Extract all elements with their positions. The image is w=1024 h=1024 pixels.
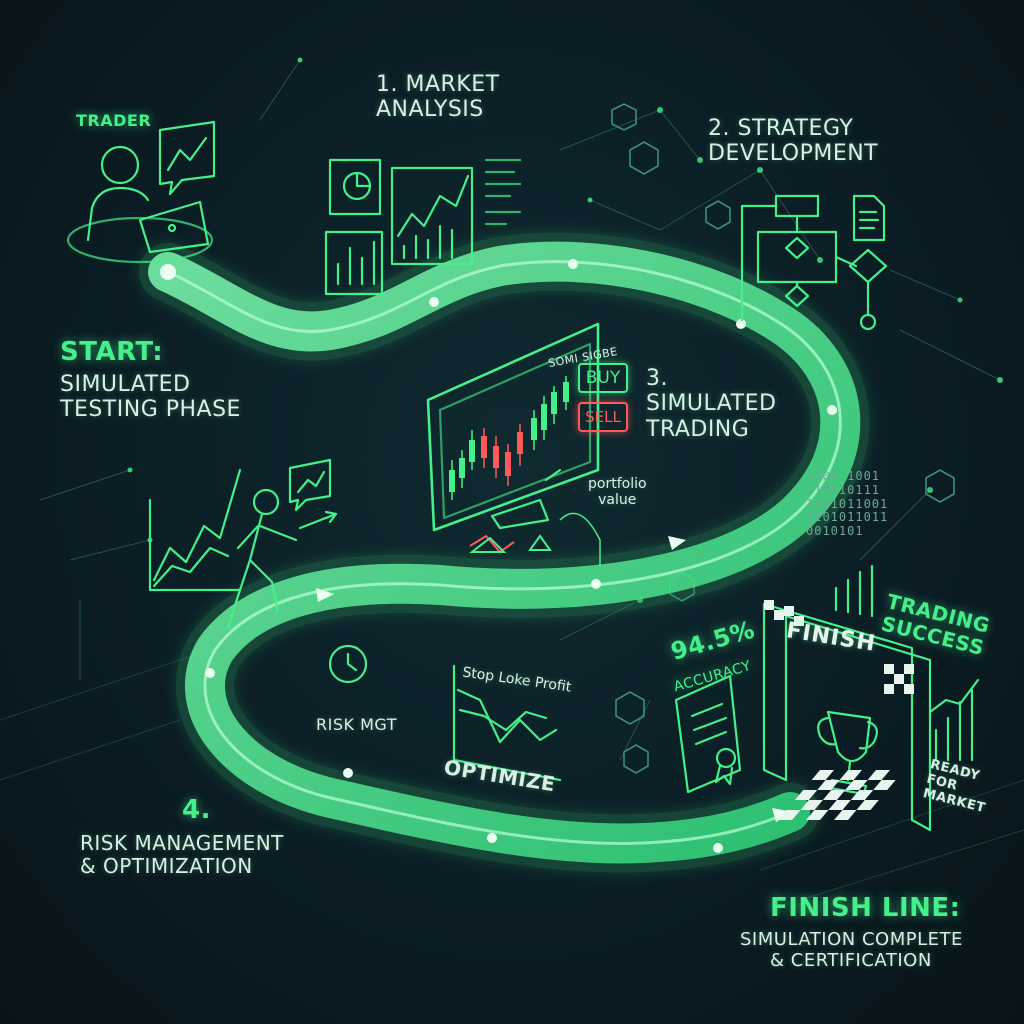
user-laptop-icon [66,145,214,264]
finish-line2: & CERTIFICATION [770,949,932,971]
pie-chart-icon [328,158,382,216]
binary-row: 1101011011 [806,510,889,525]
chart-speech-icon [288,458,332,512]
trend-chart-left [148,468,242,592]
step3-line2: TRADING [646,416,750,442]
step4-num: 4. [182,795,211,825]
step2-line1: 2. STRATEGY [708,116,854,141]
risk-mgt-label: RISK MGT [316,715,397,734]
finish-block: FINISH LINE: SIMULATION COMPLETE & CERTI… [740,893,963,971]
step3-num: 3. [646,366,668,391]
optimize-chart [452,664,562,782]
checkered-flag-icon [764,600,914,820]
step4-line2: & OPTIMIZATION [80,853,253,878]
line-chart-panel [390,166,474,266]
bar-chart-icon [834,564,980,762]
start-title: START: [60,337,164,367]
step2-title: 2. STRATEGY DEVELOPMENT [708,116,878,167]
document-icon [852,194,886,242]
clock-icon [328,644,368,684]
binary-row: 0101 1001 [806,469,881,483]
portfolio-value-label: portfolio value [588,476,647,508]
step3-line1: SIMULATED [646,391,777,417]
trader-label: TRADER [76,111,152,130]
step1-line2: ANALYSIS [376,97,484,123]
step1-title: 1. MARKET ANALYSIS [376,72,500,123]
finish-title: FINISH LINE: [770,893,961,923]
portfolio-line1: portfolio [588,476,647,492]
finish-arch [762,602,932,832]
finish-line1: SIMULATION COMPLETE [740,928,963,950]
path-waypoints [160,259,837,853]
bar-chart-icon [324,230,384,296]
monitor-candlestick-icon [426,322,600,532]
certificate-icon [674,674,742,794]
start-line1: SIMULATED [60,371,191,397]
binary-row: 0010101 [806,524,864,539]
start-block: START: SIMULATED TESTING PHASE [60,337,241,423]
binary-row: 1101011001 [806,496,889,511]
walking-person-icon [226,488,298,630]
sell-tag: SELL [578,402,628,432]
binary-row: 010110111 [806,482,881,497]
flowchart-icon [740,194,888,331]
step3-title: 3. SIMULATED TRADING [646,366,776,442]
chart-speech-icon [158,120,216,196]
binary-stream: 0101 1001 010110111 1101011001 110101101… [806,469,889,539]
candlestick-chart [449,376,601,566]
portfolio-line2: value [598,492,637,509]
step2-line2: DEVELOPMENT [708,141,879,167]
buy-tag: BUY [578,363,628,393]
step4-line1: RISK MANAGEMENT [80,830,284,855]
start-line2: TESTING PHASE [60,397,241,423]
step1-line1: 1. MARKET [376,72,500,97]
step4-block: 4. RISK MANAGEMENT & OPTIMIZATION [80,795,284,878]
